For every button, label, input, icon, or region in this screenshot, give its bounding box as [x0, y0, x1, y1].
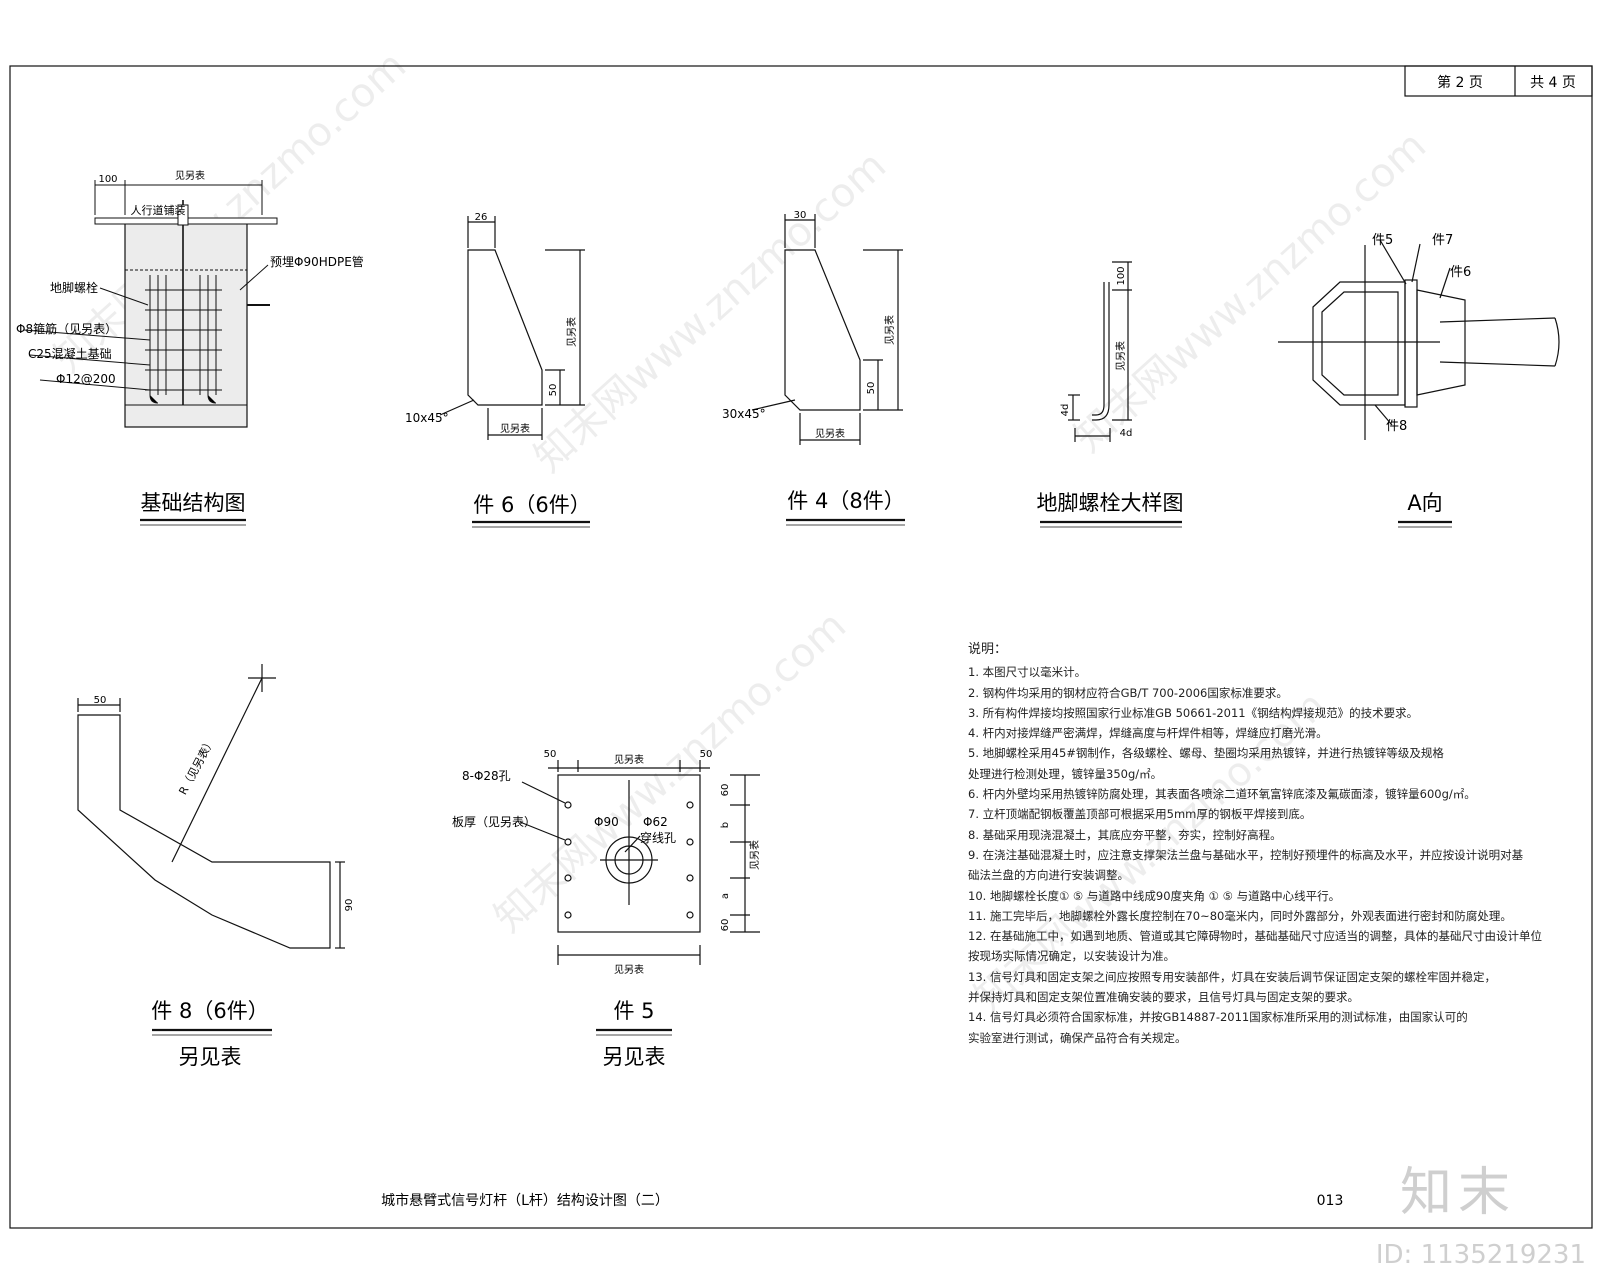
view-a-title: A向 — [1407, 491, 1442, 515]
part5-dim-right-a: b — [720, 822, 731, 828]
note-line: 实验室进行测试，确保产品符合有关规定。 — [968, 1030, 1187, 1045]
part5-dim-right: 50 — [700, 749, 713, 760]
part5-dim-right-top: 60 — [720, 784, 731, 797]
anchor-bolt-figure — [1068, 261, 1132, 442]
part8-figure — [77, 664, 345, 949]
note-line: 11. 施工完毕后，地脚螺栓外露长度控制在70~80毫米内，同时外露部分，外观表… — [968, 908, 1512, 923]
foundation-dim-top: 见另表 — [175, 169, 205, 182]
note-line: 8. 基础采用现浇混凝土，其底应夯平整，夯实，控制好高程。 — [968, 827, 1282, 842]
note-line: 础法兰盘的方向进行安装调整。 — [968, 868, 1129, 883]
note-line: 7. 立杆顶端配钢板覆盖顶部可根据采用5mm厚的钢板平焊接到底。 — [968, 807, 1312, 822]
part6-figure — [439, 216, 585, 440]
anchor-dim-hook: 4d — [1060, 404, 1071, 417]
part5-plate-label: 板厚（见另表） — [452, 815, 536, 829]
part5-figure — [519, 760, 760, 965]
note-line: 2. 钢构件均采用的钢材应符合GB/T 700-2006国家标准要求。 — [968, 685, 1288, 700]
part4-title: 件 4（8件） — [787, 489, 904, 513]
part5-inner-dia: Φ62 — [643, 815, 668, 829]
part5-title: 件 5 — [613, 999, 654, 1023]
note-line: 按现场实际情况确定，以安装设计为准。 — [968, 949, 1175, 964]
part5-cable-label: 穿线孔 — [640, 830, 676, 845]
part6-dim-base-h: 50 — [548, 384, 559, 397]
part8-title: 件 8（6件） — [151, 999, 268, 1023]
brand-id: ID: 1135219231 — [1375, 1240, 1586, 1270]
part6-dim-base-w: 见另表 — [500, 422, 530, 435]
view-a-p7-label: 件7 — [1432, 233, 1453, 248]
note-line: 12. 在基础施工中，如遇到地质、管道或其它障碍物时，基础基础尺寸应适当的调整，… — [968, 929, 1542, 944]
part4-outline — [784, 249, 861, 411]
anchor-dim-thread: 100 — [1116, 266, 1127, 285]
view-a-figure — [1278, 239, 1560, 440]
part4-dim-top: 30 — [794, 210, 807, 221]
foundation-figure: 100 见另表 人行道铺装 地脚螺栓 Φ8箍筋（见另表） C25混凝土基础 Φ1… — [16, 169, 364, 428]
foundation-concrete-label: C25混凝土基础 — [28, 346, 112, 361]
view-a-p8-label: 件8 — [1386, 419, 1407, 434]
note-line: 4. 杆内对接焊缝严密满焊，焊缝高度与杆焊件相等，焊缝应打磨光滑。 — [968, 726, 1328, 741]
part4-figure — [751, 214, 903, 445]
note-line: 处理进行检测处理，镀锌量350g/㎡。 — [968, 766, 1163, 781]
part6-dim-height: 见另表 — [565, 317, 578, 347]
foundation-title: 基础结构图 — [141, 491, 246, 515]
part5-outer-dia: Φ90 — [594, 815, 619, 829]
concrete-block — [124, 221, 248, 428]
notes-title: 说明： — [968, 642, 1008, 657]
part4-dim-base-w: 见另表 — [815, 427, 845, 440]
part5-dim-mid: 见另表 — [614, 753, 644, 766]
part6-outline — [467, 249, 543, 406]
drawing-title: 城市悬臂式信号灯杆（L杆）结构设计图（二） — [381, 1192, 669, 1209]
part5-dim-bottom: 见另表 — [614, 963, 644, 976]
part5-dim-left: 50 — [544, 749, 557, 760]
part5-subtitle: 另见表 — [603, 1045, 666, 1069]
part5-dim-right-total: 见另表 — [748, 840, 761, 870]
note-line: 3. 所有构件焊接均按照国家行业标准GB 50661-2011《钢结构焊接规范》… — [968, 705, 1419, 720]
notes-block: 说明： 1. 本图尺寸以毫米计。 2. 钢构件均采用的钢材应符合GB/T 700… — [968, 640, 1568, 1048]
view-a-p5-label: 件5 — [1372, 233, 1393, 248]
sheet-border — [9, 65, 1593, 1229]
part6-title: 件 6（6件） — [473, 493, 590, 517]
part5-dim-right-bottom: 60 — [720, 919, 731, 932]
part4-chamfer: 30x45° — [722, 407, 766, 421]
part8-dim-radius: R（见另表） — [176, 735, 218, 797]
foundation-stirrup-label: Φ12@200 — [56, 372, 116, 386]
anchor-dim-bottom: 4d — [1120, 428, 1133, 439]
part4-dim-base-h: 50 — [866, 382, 877, 395]
page-number: 第 2 页 — [1437, 74, 1483, 91]
note-line: 9. 在浇注基础混凝土时，应注意支撑架法兰盘与基础水平，控制好预埋件的标高及水平… — [968, 847, 1524, 862]
brand-logo: 知末 — [1400, 1163, 1517, 1223]
note-line: 6. 杆内外壁均采用热镀锌防腐处理，其表面各喷涂二道环氧富锌底漆及氟碳面漆，镀锌… — [968, 787, 1476, 802]
foundation-pipe-label: 预埋Φ90HDPE管 — [270, 254, 364, 269]
part6-dim-top: 26 — [475, 212, 488, 223]
note-line: 13. 信号灯具和固定支架之间应按照专用安装部件，灯具在安装后调节保证固定支架的… — [968, 969, 1496, 984]
anchor-dim-length: 见另表 — [1114, 341, 1127, 371]
note-line: 1. 本图尺寸以毫米计。 — [968, 665, 1087, 680]
page-box — [1404, 65, 1593, 97]
foundation-anchor-label: 地脚螺栓 — [50, 280, 98, 295]
part5-plate — [557, 774, 701, 933]
view-a-p6-label: 件6 — [1450, 265, 1471, 280]
foundation-dim-left: 100 — [98, 174, 117, 185]
part8-subtitle: 另见表 — [179, 1045, 242, 1069]
note-line: 14. 信号灯具必须符合国家标准，并按GB14887-2011国家标准所采用的测… — [968, 1010, 1468, 1025]
note-line: 5. 地脚螺栓采用45#钢制作，各级螺栓、螺母、垫圈均采用热镀锌，并进行热镀锌等… — [968, 746, 1444, 761]
page-total: 共 4 页 — [1530, 75, 1576, 91]
part8-dim-top: 50 — [94, 695, 107, 706]
note-line: 并保持灯具和固定支架位置准确安装的要求，且信号灯具与固定支架的要求。 — [968, 990, 1359, 1005]
anchor-title: 地脚螺栓大样图 — [1037, 491, 1184, 515]
part4-dim-height: 见另表 — [883, 315, 896, 345]
foundation-sidewalk-label: 人行道铺装 — [131, 203, 186, 217]
part8-dim-right: 90 — [344, 899, 355, 912]
part8-outline — [77, 714, 331, 949]
foundation-rebar-label: Φ8箍筋（见另表） — [16, 321, 117, 336]
part6-chamfer: 10x45° — [405, 411, 449, 425]
drawing-code: 013 — [1317, 1193, 1344, 1209]
part5-holes-label: 8-Φ28孔 — [462, 769, 511, 783]
part5-dim-right-b: a — [720, 893, 731, 899]
note-line: 10. 地脚螺栓长度① ⑤ 与道路中线成90度夹角 ① ⑤ 与道路中心线平行。 — [968, 888, 1341, 903]
